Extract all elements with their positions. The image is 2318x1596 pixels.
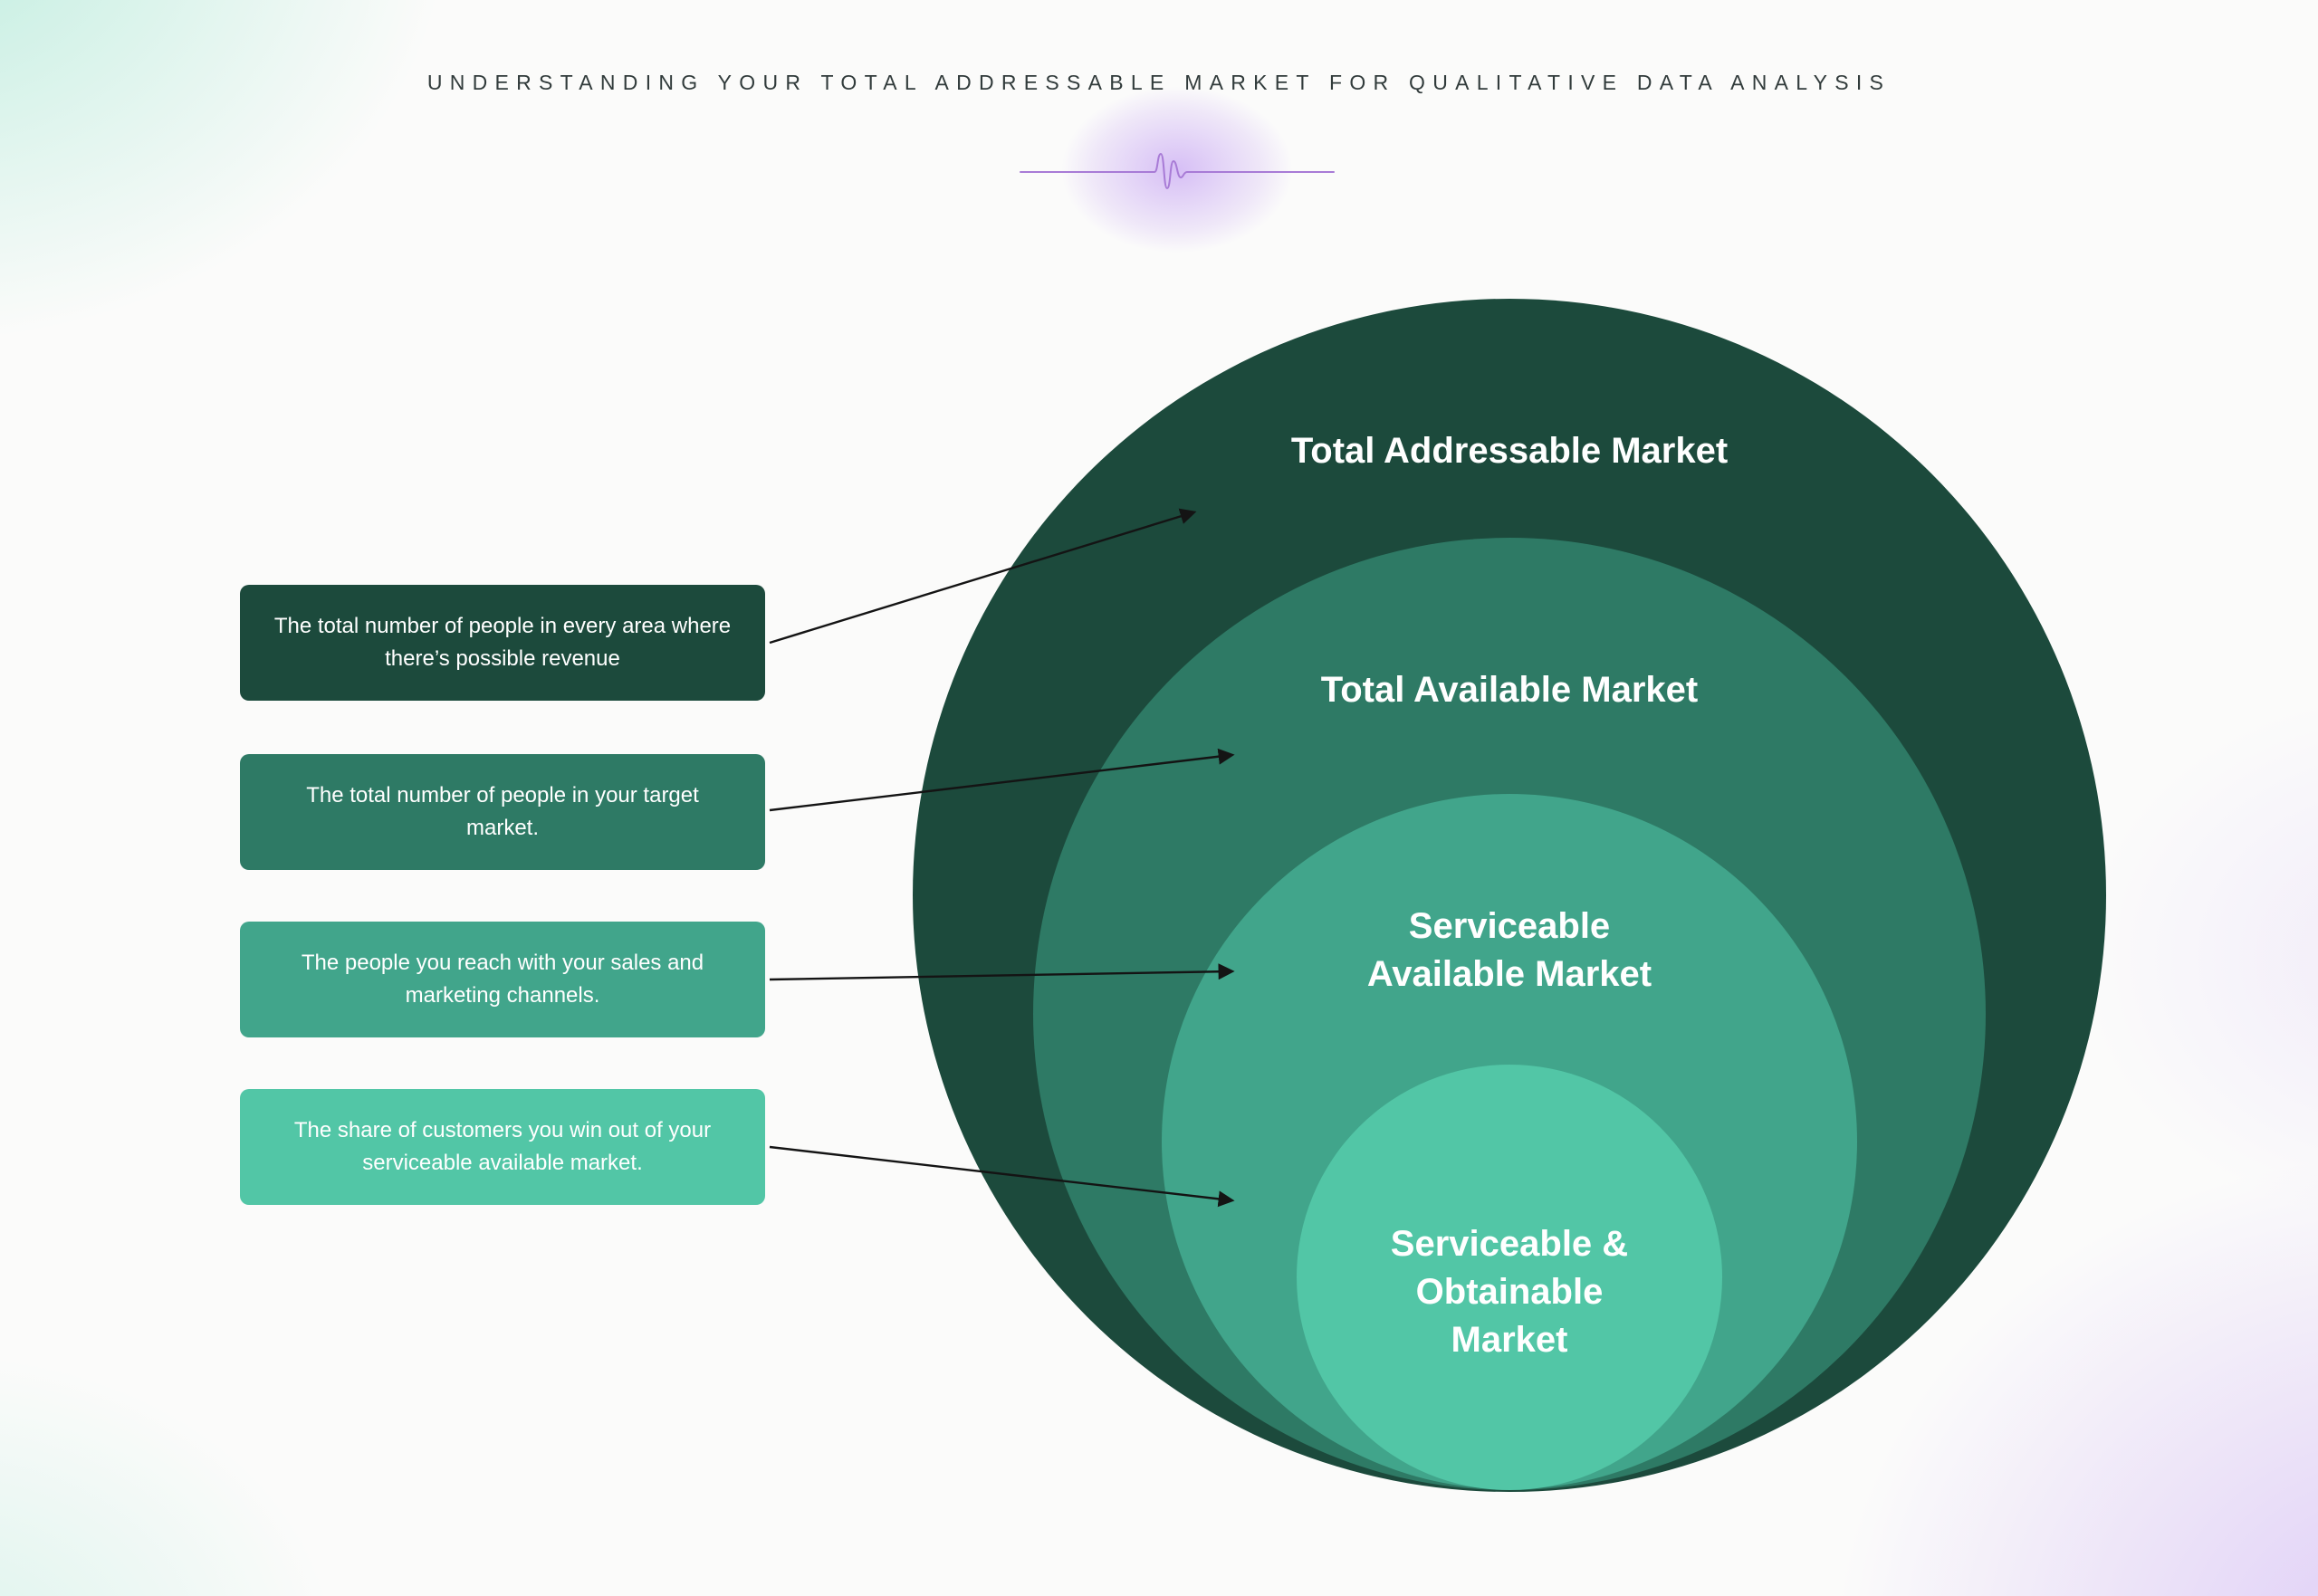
circle-serviceable-obtainable-market: [1297, 1065, 1722, 1490]
callout-card-serviceable-obtainable-market: The share of customers you win out of yo…: [240, 1089, 765, 1205]
callout-card-total-available-market: The total number of people in your targe…: [240, 754, 765, 870]
circle-label-total-available-market: Total Available Market: [1320, 670, 1699, 710]
callout-card-total-addressable-market: The total number of people in every area…: [240, 585, 765, 701]
circle-label-serviceable-obtainable-market: Serviceable & Obtainable Market: [1390, 1224, 1629, 1360]
pulse-divider-icon: [1020, 152, 1335, 190]
callout-text-total-addressable-market: The total number of people in every area…: [273, 614, 732, 671]
circle-label-total-addressable-market: Total Addressable Market: [1290, 431, 1729, 471]
circle-label-serviceable-available-market: Serviceable Available Market: [1366, 906, 1652, 994]
page-title: UNDERSTANDING YOUR TOTAL ADDRESSABLE MAR…: [426, 71, 1892, 94]
callout-text-total-available-market: The total number of people in your targe…: [306, 783, 699, 840]
callout-text-serviceable-obtainable-market: The share of customers you win out of yo…: [293, 1118, 712, 1175]
callout-text-serviceable-available-market: The people you reach with your sales and…: [301, 951, 704, 1008]
callout-card-serviceable-available-market: The people you reach with your sales and…: [240, 922, 765, 1037]
